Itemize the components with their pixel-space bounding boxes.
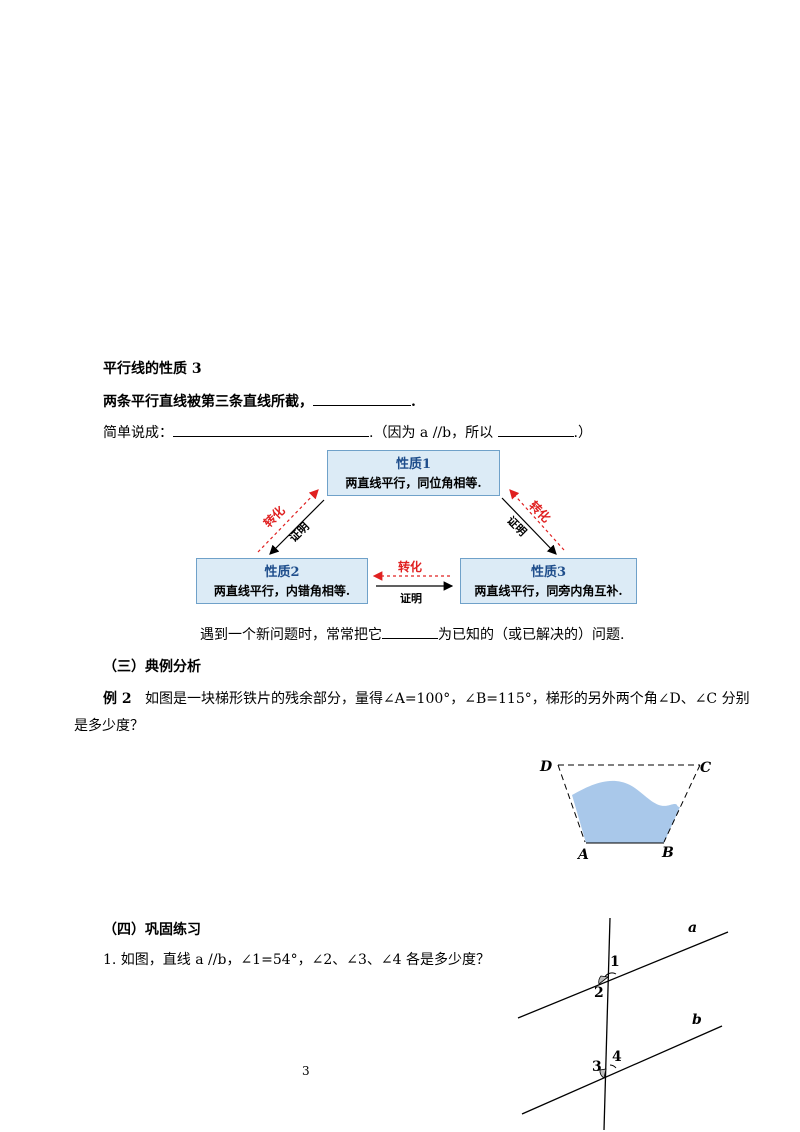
property3-heading: 平行线的性质 3 (103, 361, 202, 377)
left-transform-arrow (257, 489, 319, 553)
conclusion-prefix: 遇到一个新问题时，常常把它 (200, 627, 382, 643)
label-B: B (662, 845, 674, 861)
statement-end: . (411, 394, 416, 410)
conclusion-blank[interactable] (382, 624, 438, 639)
label-a: a (688, 920, 698, 936)
remnant-shape (572, 780, 680, 843)
explain-blank-2[interactable] (497, 422, 574, 437)
explain-prefix: 简单说成： (103, 425, 173, 441)
bottom-transform-label: 转化 (398, 560, 423, 574)
exercise1-text: 1. 如图，直线 a //b，∠1=54°，∠2、∠3、∠4 各是多少度？ (103, 952, 490, 968)
property2-title: 性质2 (264, 565, 300, 580)
example2-line1: 例 2 如图是一块梯形铁片的残余部分，量得∠A=100°，∠B=115°，梯形的… (103, 689, 750, 709)
label-C: C (700, 760, 712, 776)
angle-4-label: 4 (612, 1049, 622, 1065)
left-prove-arrow (269, 499, 325, 555)
property3-statement: 两条平行直线被第三条直线所截，. (103, 391, 416, 412)
line-b (521, 1025, 723, 1115)
explain-end: .） (573, 425, 592, 441)
angle-1-label: 1 (610, 954, 620, 970)
section4-heading: （四）巩固练习 (103, 922, 201, 938)
example2-label: 例 2 (103, 691, 132, 707)
example2-line2: 是多少度？ (74, 718, 144, 734)
property3-explain: 简单说成： .（因为 a //b，所以 .） (103, 422, 592, 443)
label-b: b (692, 1012, 702, 1028)
right-prove-arrow (501, 497, 557, 555)
angle-2-label: 2 (594, 985, 604, 1001)
label-A: A (578, 847, 589, 863)
property3-box: 性质3 两直线平行，同旁内角互补. (460, 558, 637, 604)
label-D: D (540, 759, 553, 775)
right-transform-arrow (509, 489, 565, 551)
example2-text1: 如图是一块梯形铁片的残余部分，量得∠A=100°，∠B=115°，梯形的另外两个… (144, 691, 750, 707)
page-number: 3 (302, 1064, 310, 1078)
conclusion: 遇到一个新问题时，常常把它 为已知的（或已解决的）问题. (200, 624, 624, 645)
bottom-prove-label: 证明 (400, 592, 422, 605)
property1-title: 性质1 (395, 457, 432, 472)
property3-title: 性质3 (530, 565, 567, 580)
parallel-lines-figure (517, 917, 729, 1131)
section3-heading: （三）典例分析 (103, 659, 201, 675)
statement-prefix: 两条平行直线被第三条直线所截， (103, 394, 313, 410)
property1-desc: 两直线平行，同位角相等. (345, 476, 482, 490)
line-a (517, 931, 729, 1019)
transversal-line (603, 917, 611, 1131)
statement-blank[interactable] (313, 391, 411, 406)
angle-3-label: 3 (592, 1059, 602, 1075)
conclusion-suffix: 为已知的（或已解决的）问题. (438, 627, 625, 643)
property2-desc: 两直线平行，内错角相等. (213, 584, 351, 598)
property1-box: 性质1 两直线平行，同位角相等. (327, 450, 500, 496)
explain-mid: .（因为 a //b，所以 (369, 425, 494, 441)
explain-blank-1[interactable] (173, 422, 369, 437)
property2-box: 性质2 两直线平行，内错角相等. (196, 558, 368, 604)
trapezoid-figure (557, 764, 701, 844)
property3-desc: 两直线平行，同旁内角互补. (474, 584, 623, 598)
